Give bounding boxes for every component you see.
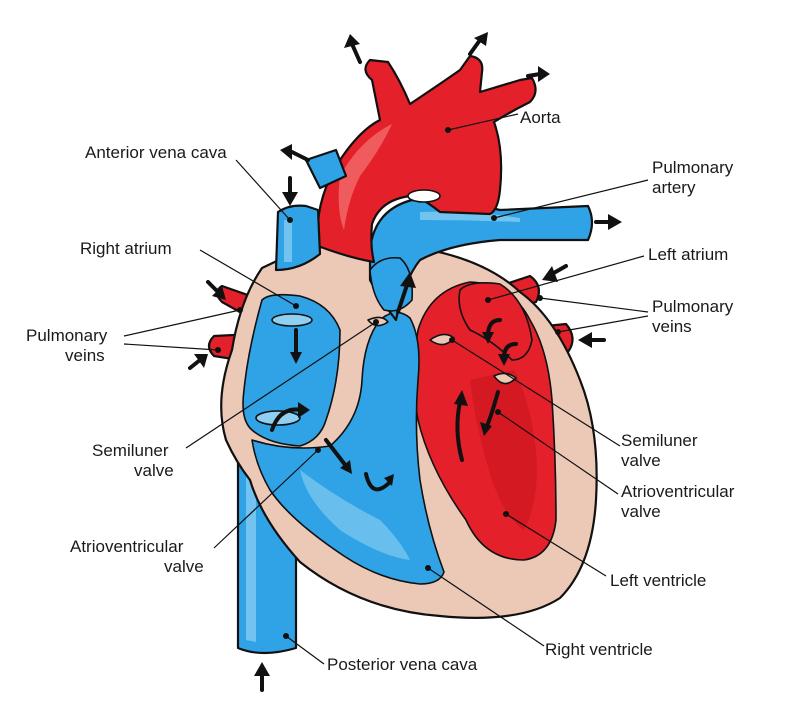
flow-arrows [188, 32, 622, 692]
valves [255, 313, 517, 426]
leader-lines [123, 113, 649, 665]
right-ventricle-highlight [300, 470, 410, 560]
label-right-atrium: Right atrium [80, 239, 172, 258]
label-pulmonary-veins-right-line1: Pulmonary [652, 297, 734, 316]
label-pulmonary-veins-right-line2: veins [652, 317, 692, 336]
label-atrioventricular-valve-left-line2: valve [164, 557, 204, 576]
tricuspid-valve-ring [271, 313, 313, 327]
label-atrioventricular-valve-left-line1: Atrioventricular [70, 537, 184, 556]
label-atrioventricular-valve-right-line2: valve [621, 502, 661, 521]
label-semiluner-valve-left-line1: Semiluner [92, 441, 169, 460]
left-ventricle-inner [470, 370, 537, 530]
label-anterior-vena-cava: Anterior vena cava [85, 143, 227, 162]
label-semiluner-valve-right-line1: Semiluner [621, 431, 698, 450]
label-right-ventricle: Right ventricle [545, 640, 653, 659]
label-pulmonary-veins-left-line1: Pulmonary [26, 326, 108, 345]
anterior-vena-cava-vessel [274, 148, 348, 272]
label-pulmonary-artery-line1: Pulmonary [652, 158, 734, 177]
label-posterior-vena-cava: Posterior vena cava [327, 655, 478, 674]
mitral-flap [493, 372, 517, 385]
right-atrium-chamber [242, 293, 341, 447]
label-atrioventricular-valve-right-line1: Atrioventricular [621, 482, 735, 501]
label-semiluner-valve-left-line2: valve [134, 461, 174, 480]
label-semiluner-valve-right-line2: valve [621, 451, 661, 470]
label-pulmonary-artery-line2: artery [652, 178, 696, 197]
label-left-atrium: Left atrium [648, 245, 728, 264]
right-ventricle-chamber [251, 311, 445, 585]
labels: Aorta Anterior vena cava Pulmonary arter… [26, 108, 735, 674]
label-pulmonary-veins-left-line2: veins [65, 346, 105, 365]
aorta-vessel [316, 54, 537, 264]
label-aorta: Aorta [520, 108, 561, 127]
label-left-ventricle: Left ventricle [610, 571, 706, 590]
